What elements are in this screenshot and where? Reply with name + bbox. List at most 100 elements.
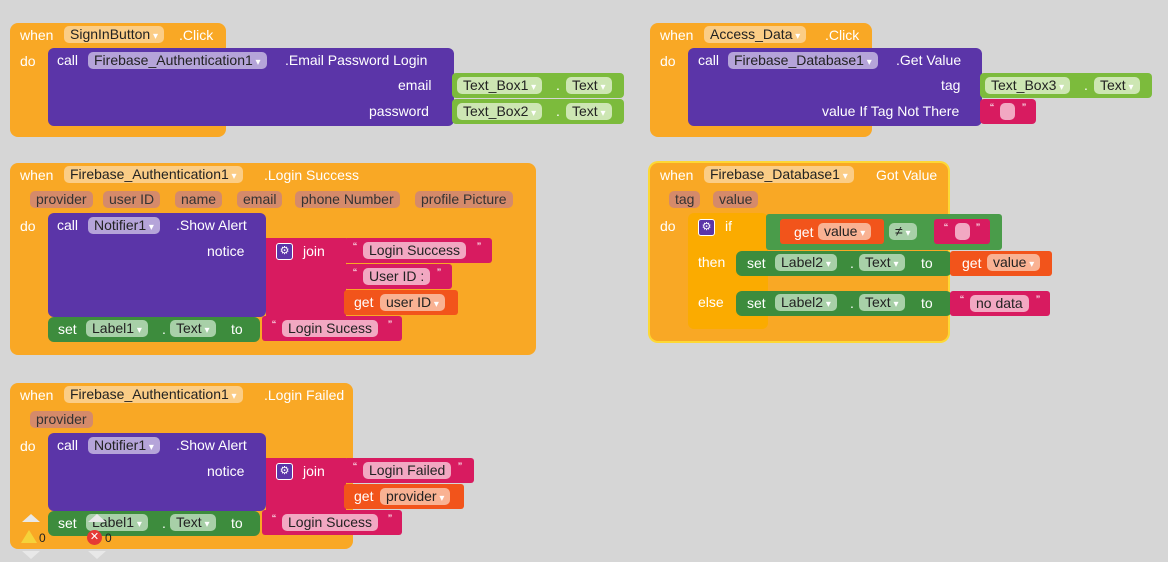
variable-dropdown[interactable]: value [818,223,872,240]
variable-dropdown[interactable]: provider [380,488,451,505]
property-dropdown[interactable]: Text [859,254,905,271]
property-dropdown[interactable]: Text [1094,77,1140,94]
target-dropdown[interactable]: Notifier1 [88,217,160,234]
target-dropdown[interactable]: Firebase_Authentication1 [88,52,267,69]
property-dropdown[interactable]: Text [170,320,216,337]
open-quote: “ [272,512,276,526]
when-label: when [20,387,54,403]
when-label: when [660,167,694,183]
when-label: when [20,167,54,183]
dot-separator: . [556,103,560,119]
set-label2-text-block[interactable] [736,291,952,316]
to-label: to [921,295,933,311]
next-error-arrow-icon[interactable] [88,551,106,559]
text-value-field[interactable]: Login Success [363,242,467,259]
component-dropdown[interactable]: Text_Box2 [457,103,543,120]
component-dropdown[interactable]: Label1 [86,320,148,337]
do-label: do [20,438,36,454]
param-name[interactable]: name [175,191,223,208]
text-value-field[interactable]: User ID : [363,268,431,285]
close-quote: ” [477,240,481,254]
open-quote: “ [353,460,357,474]
text-value-field[interactable]: Login Failed [363,462,452,479]
set-label: set [747,295,766,311]
gear-mutator-icon[interactable]: ⚙ [698,219,715,236]
target-dropdown[interactable]: Firebase_Database1 [728,52,878,69]
next-warning-arrow-icon[interactable] [22,551,40,559]
dot-separator: . [1084,77,1088,93]
notice-arg-label: notice [207,243,245,259]
property-dropdown[interactable]: Text [859,294,905,311]
param-user-id[interactable]: user ID [103,191,161,208]
event-name: Got Value [876,167,938,183]
component-dropdown[interactable]: Firebase_Database1 [704,166,854,183]
error-count: 0 [105,531,112,545]
component-dropdown[interactable]: Label2 [775,294,837,311]
to-label: to [921,255,933,271]
default-arg-label: value If Tag Not There [822,103,960,119]
join-label: join [303,463,325,479]
when-label: when [660,27,694,43]
tag-arg-label: tag [941,77,961,93]
set-label2-text-block[interactable] [736,251,952,276]
operator-dropdown[interactable]: ≠ [889,223,917,240]
param-value[interactable]: value [713,191,759,208]
prev-error-arrow-icon[interactable] [88,514,106,522]
property-dropdown[interactable]: Text [566,103,612,120]
component-dropdown[interactable]: Access_Data [704,26,807,43]
close-quote: ” [458,460,462,474]
call-label: call [57,437,79,453]
param-email[interactable]: email [237,191,283,208]
param-provider[interactable]: provider [30,191,93,208]
variable-dropdown[interactable]: value [987,254,1041,271]
set-label-text-block[interactable] [48,511,260,536]
close-quote: ” [388,512,392,526]
param-profile-picture[interactable]: profile Picture [415,191,513,208]
dot-separator: . [162,515,166,531]
get-label: get [354,294,374,310]
component-dropdown[interactable]: Firebase_Authentication1 [64,166,243,183]
set-label: set [58,321,77,337]
param-provider[interactable]: provider [30,411,93,428]
gear-mutator-icon[interactable]: ⚙ [276,463,293,480]
target-dropdown[interactable]: Notifier1 [88,437,160,454]
get-label: get [962,255,982,271]
set-label: set [747,255,766,271]
text-value-field[interactable] [1000,103,1015,120]
call-label: call [57,52,79,68]
close-quote: ” [437,266,441,280]
component-dropdown[interactable]: SignInButton [64,26,164,43]
call-label: call [698,52,720,68]
open-quote: “ [960,293,964,307]
component-dropdown[interactable]: Label2 [775,254,837,271]
warning-count: 0 [39,531,46,545]
do-label: do [660,218,676,234]
email-arg-label: email [398,77,432,93]
text-value-field[interactable]: Login Sucess [282,514,379,531]
component-dropdown[interactable]: Text_Box1 [457,77,543,94]
text-value-field[interactable]: Login Sucess [282,320,379,337]
text-value-field[interactable]: no data [970,295,1029,312]
property-dropdown[interactable]: Text [566,77,612,94]
notice-arg-label: notice [207,463,245,479]
dot-separator: . [162,321,166,337]
param-phone-number[interactable]: phone Number [295,191,400,208]
event-name: .Login Success [264,167,359,183]
prev-warning-arrow-icon[interactable] [22,514,40,522]
gear-mutator-icon[interactable]: ⚙ [276,243,293,260]
variable-dropdown[interactable]: user ID [380,294,445,311]
method-name: .Get Value [896,52,962,68]
do-label: do [660,53,676,69]
component-dropdown[interactable]: Text_Box3 [985,77,1071,94]
text-value-field[interactable] [955,223,970,240]
else-label: else [698,294,724,310]
to-label: to [231,515,243,531]
property-dropdown[interactable]: Text [170,514,216,531]
set-label-text-block[interactable] [48,317,260,342]
component-dropdown[interactable]: Firebase_Authentication1 [64,386,243,403]
get-label: get [354,488,374,504]
do-label: do [20,53,36,69]
param-tag[interactable]: tag [669,191,701,208]
if-label: if [725,218,732,234]
to-label: to [231,321,243,337]
